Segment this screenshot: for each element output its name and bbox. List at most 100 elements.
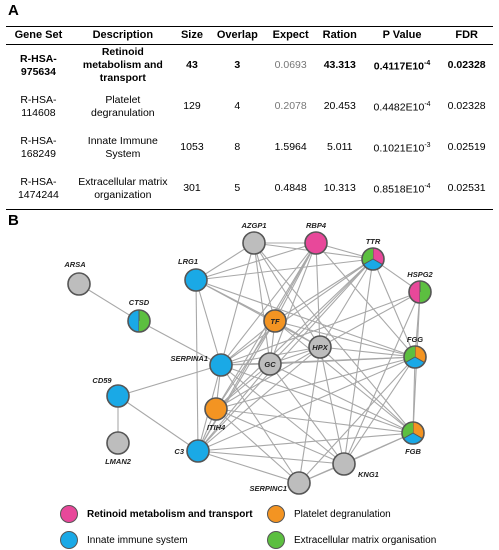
legend-label-platelet: Platelet degranulation	[294, 508, 391, 520]
node-fgg[interactable]: FGG	[403, 335, 427, 369]
node-label: ITIH4	[207, 423, 226, 432]
expect-cell: 0.2078	[274, 100, 307, 112]
node-circle	[68, 273, 90, 295]
node-cd59[interactable]: CD59	[92, 376, 130, 408]
node-label: FGB	[405, 447, 421, 456]
node-slice-divider	[405, 356, 416, 363]
edge-ctsd-serpina1	[138, 320, 222, 366]
fdr-cell: 0.02519	[447, 141, 486, 153]
ration-cell: 5.011	[327, 141, 353, 153]
expect-cell: 0.0693	[274, 59, 307, 71]
node-outline	[67, 272, 91, 296]
col-size: Size	[174, 26, 210, 45]
node-circle	[205, 398, 227, 420]
node-label: CD59	[92, 376, 112, 385]
edge-ttr-hpx	[319, 258, 374, 348]
edge-fgg-kng1	[343, 356, 416, 465]
node-kng1[interactable]: KNG1	[332, 452, 379, 479]
size-cell: 301	[174, 168, 210, 210]
edge-kng1-itih4	[215, 408, 345, 465]
node-label: TTR	[366, 237, 381, 246]
edge-itih4-serpinc1	[215, 408, 300, 484]
overlap-cell: 3	[234, 59, 241, 71]
node-circle	[309, 336, 331, 358]
edge-c3-fgb	[197, 432, 414, 452]
node-circle	[333, 453, 355, 475]
edge-fgg-fgb	[412, 356, 416, 434]
edge-cd59-serpina1	[117, 364, 222, 397]
node-fgb[interactable]: FGB	[401, 421, 425, 456]
p-value-cell: 0.4117E10-4	[364, 45, 441, 87]
node-outline	[403, 345, 427, 369]
node-lrg1[interactable]: LRG1	[178, 257, 208, 292]
node-circle	[305, 232, 327, 254]
edge-hspg2-kng1	[343, 291, 421, 465]
size-cell: 129	[183, 100, 201, 112]
edge-fgb-itih4	[215, 408, 414, 434]
edge-ttr-fgg	[372, 258, 416, 358]
node-slice-divider	[403, 432, 414, 439]
node-serpina1[interactable]: SERPINA1	[170, 353, 233, 377]
node-ttr[interactable]: TTR	[361, 237, 385, 271]
enrichment-table: Gene Set Description Size Overlap Expect…	[6, 26, 493, 210]
p-value-exponent: -3	[424, 142, 431, 150]
node-label: C3	[174, 447, 184, 456]
node-itih4[interactable]: ITIH4	[204, 397, 228, 432]
edge-ttr-itih4	[215, 258, 374, 410]
node-ctsd[interactable]: CTSD	[127, 298, 151, 333]
description-cell: Extracellular matrix organization	[70, 168, 175, 210]
table-row: R-HSA-975634 Retinoid metabolism and tra…	[6, 45, 493, 87]
legend-label-retinoid: Retinoid metabolism and transport	[87, 508, 253, 520]
node-tf[interactable]: TF	[263, 309, 287, 333]
legend-swatch-retinoid	[60, 505, 78, 523]
node-slice-innate	[128, 310, 139, 332]
node-lman2[interactable]: LMAN2	[105, 431, 132, 466]
node-slice-divider	[412, 432, 423, 439]
edge-fgg-c3	[197, 356, 416, 452]
node-rbp4[interactable]: RBP4	[304, 221, 328, 255]
edge-lrg1-serpina1	[195, 279, 222, 366]
node-azgp1[interactable]: AZGP1	[240, 221, 267, 255]
edge-gc-fgb	[269, 363, 414, 434]
node-slice-divider	[414, 356, 425, 363]
legend-item-platelet: Platelet degranulation	[267, 505, 391, 523]
edge-lrg1-tf	[195, 279, 276, 322]
node-outline	[204, 397, 228, 421]
node-label: HPX	[312, 343, 328, 352]
p-value-cell: 0.4482E10-4	[364, 86, 441, 127]
node-outline	[308, 335, 332, 359]
edge-lrg1-fgg	[195, 279, 416, 358]
node-label: LMAN2	[105, 457, 132, 466]
node-outline	[287, 471, 311, 495]
fdr-cell: 0.02328	[447, 59, 486, 71]
node-outline	[186, 439, 210, 463]
gene-set-id: 975634	[20, 65, 56, 78]
legend-label-innate: Innate immune system	[87, 534, 188, 546]
p-value-mantissa: 0.1021E10	[373, 142, 425, 155]
table-row: R-HSA-114608 Platelet degranulation 129 …	[6, 86, 493, 127]
node-outline	[332, 452, 356, 476]
edge-tf-c3	[197, 320, 276, 452]
gene-set-prefix: R-HSA-	[20, 175, 57, 188]
edge-rbp4-fgg	[315, 242, 416, 358]
node-outline	[258, 352, 282, 376]
node-arsa[interactable]: ARSA	[63, 260, 91, 296]
table-header-row: Gene Set Description Size Overlap Expect…	[6, 26, 493, 45]
gene-set-id: 1474244	[17, 188, 59, 201]
legend-swatch-innate	[60, 531, 78, 549]
node-hpx[interactable]: HPX	[308, 335, 332, 359]
fdr-cell: 0.02531	[440, 168, 493, 210]
p-value-exponent: -4	[424, 101, 431, 109]
node-gc[interactable]: GC	[258, 352, 282, 376]
node-c3[interactable]: C3	[174, 439, 210, 463]
gene-set-prefix: R-HSA-	[20, 93, 57, 106]
edge-serpina1-fgg	[220, 356, 416, 366]
edge-tf-fgg	[274, 320, 416, 358]
node-serpinc1[interactable]: SERPINC1	[249, 471, 311, 495]
overlap-cell: 4	[234, 100, 241, 112]
legend-item-ecm: Extracellular matrix organisation	[267, 531, 436, 549]
node-hspg2[interactable]: HSPG2	[407, 270, 434, 304]
edge-fgg-itih4	[215, 356, 416, 410]
node-outline	[106, 431, 130, 455]
